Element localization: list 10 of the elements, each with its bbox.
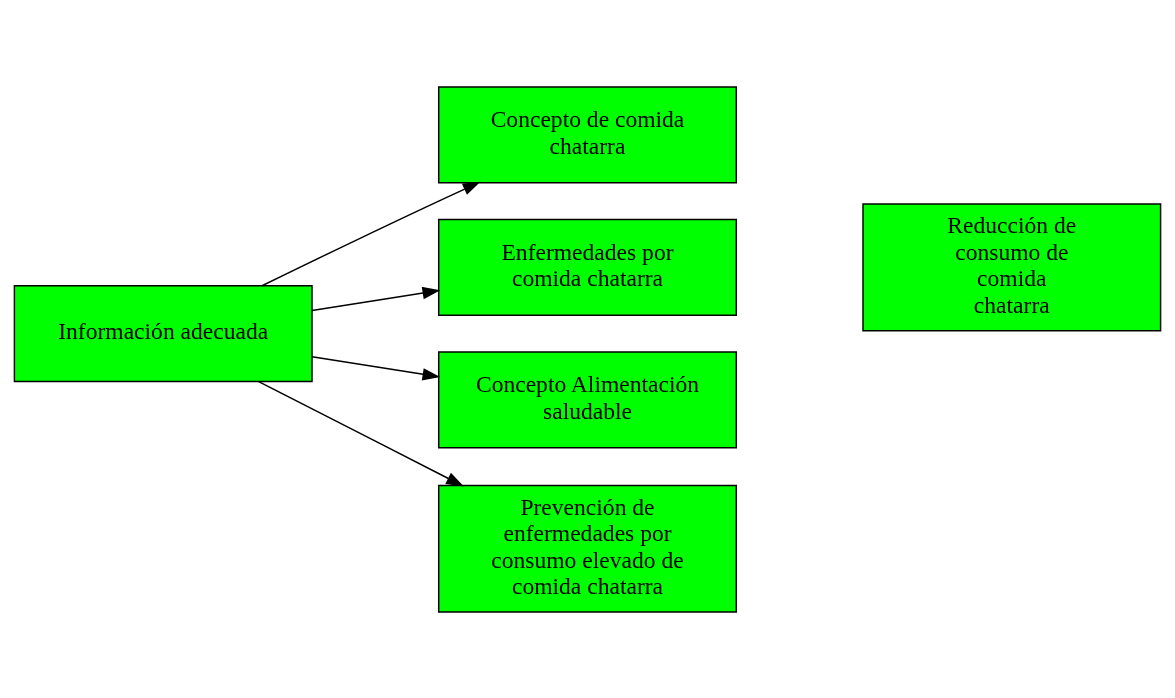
- node-box: Información adecuada: [13, 284, 313, 382]
- node-box: Concepto Alimentación saludable: [437, 350, 738, 449]
- arrow: [311, 355, 441, 380]
- arrow: [257, 380, 464, 486]
- node-box: Prevención de enfermedades por consumo elevado de comida chatarra: [437, 484, 738, 613]
- arrow: [311, 286, 441, 311]
- arrow: [261, 181, 481, 286]
- node-box: Concepto de comida chatarra: [437, 85, 738, 183]
- node-box: Reducción de consumo de comida chatarra: [862, 202, 1162, 331]
- node-box: Enfermedades por comida chatarra: [437, 218, 738, 316]
